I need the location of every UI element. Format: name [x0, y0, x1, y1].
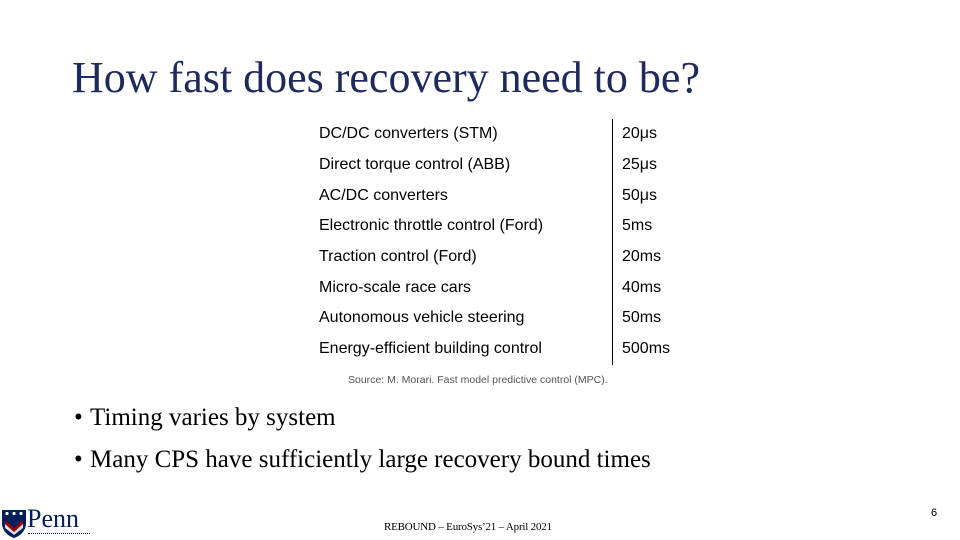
table-row: Electronic throttle control (Ford) 5ms	[310, 211, 690, 242]
time-cell: 25μs	[622, 156, 658, 174]
system-cell: Direct torque control (ABB)	[310, 149, 613, 181]
footer-text: REBOUND – EuroSys’21 – April 2021	[384, 521, 552, 533]
penn-shield-icon	[2, 510, 26, 538]
time-cell: 40ms	[622, 278, 662, 296]
time-cell: 50μs	[622, 186, 658, 204]
penn-logo: Penn	[0, 504, 95, 540]
bullet-item: • Timing varies by system	[74, 402, 651, 444]
system-cell: Traction control (Ford)	[310, 241, 613, 273]
slide-title: How fast does recovery need to be?	[72, 53, 700, 102]
table-row: Micro-scale race cars 40ms	[310, 272, 690, 304]
bullet-dot-icon: •	[74, 446, 83, 473]
table-row: AC/DC converters 50μs	[310, 180, 690, 212]
time-cell: 50ms	[622, 309, 662, 327]
system-cell: Energy-efficient building control	[310, 333, 613, 365]
system-cell: Autonomous vehicle steering	[310, 303, 613, 334]
table-row: Autonomous vehicle steering 50ms	[310, 303, 690, 334]
system-cell: Micro-scale race cars	[310, 272, 613, 304]
system-cell: AC/DC converters	[310, 180, 613, 212]
timing-table: DC/DC converters (STM) 20μs Direct torqu…	[310, 119, 690, 365]
table-row: Traction control (Ford) 20ms	[310, 241, 690, 273]
time-cell: 5ms	[622, 217, 653, 235]
bullet-item: • Many CPS have sufficiently large recove…	[74, 444, 651, 486]
time-cell: 500ms	[622, 340, 671, 358]
penn-subtitle-rule	[28, 533, 90, 536]
time-cell: 20ms	[622, 248, 662, 266]
bullet-text: Many CPS have sufficiently large recover…	[90, 446, 651, 473]
bullet-text: Timing varies by system	[90, 404, 336, 431]
table-row: Direct torque control (ABB) 25μs	[310, 149, 690, 181]
time-cell: 20μs	[622, 125, 658, 143]
source-caption: Source: M. Morari. Fast model predictive…	[348, 374, 608, 386]
page-number: 6	[931, 507, 938, 519]
bullet-dot-icon: •	[74, 404, 83, 431]
system-cell: DC/DC converters (STM)	[310, 119, 613, 150]
bullet-list: • Timing varies by system • Many CPS have …	[74, 402, 651, 486]
table-row: DC/DC converters (STM) 20μs	[310, 119, 690, 150]
table-row: Energy-efficient building control 500ms	[310, 333, 690, 365]
system-cell: Electronic throttle control (Ford)	[310, 211, 613, 242]
penn-wordmark: Penn	[27, 504, 79, 533]
